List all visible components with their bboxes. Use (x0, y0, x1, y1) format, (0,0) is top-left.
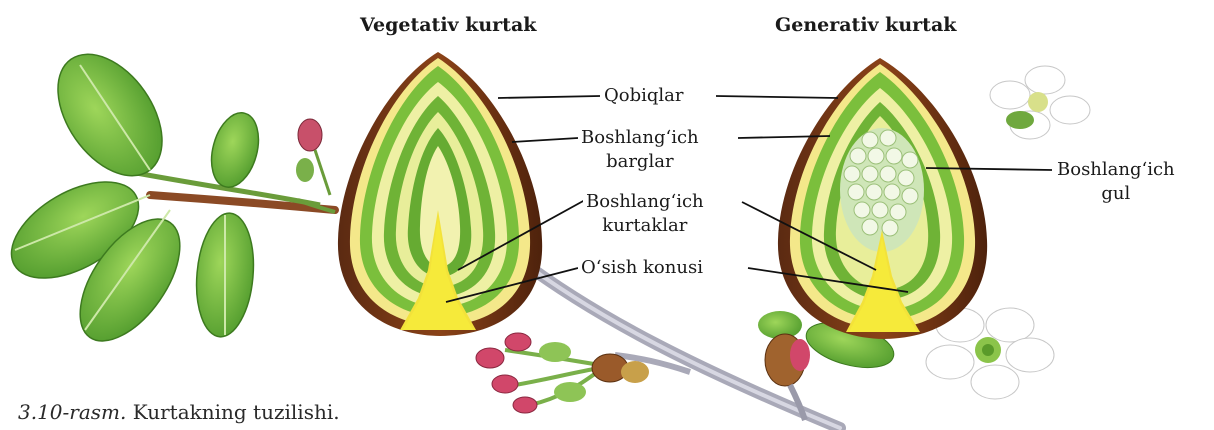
leader-scales-left (498, 96, 600, 98)
figure-caption: 3.10-rasm. Kurtakning tuzilishi. (18, 400, 340, 424)
label-growth-cone: O‘sish konusi (578, 256, 706, 280)
label-bud-primordia: Boshlang‘ich kurtaklar (583, 190, 707, 238)
caption-number: 3.10-rasm. (18, 400, 126, 424)
generative-bud-section (778, 58, 987, 339)
label-leaf-primordia: Boshlang‘ich barglar (578, 126, 702, 174)
title-generative: Generativ kurtak (775, 14, 956, 36)
vegetative-bud-section (338, 52, 542, 336)
label-flower-primordium: Boshlang‘ich gul (1054, 158, 1178, 206)
title-vegetative: Vegetativ kurtak (360, 14, 536, 36)
leader-leaf-left (512, 138, 578, 142)
label-scales: Qobiqlar (601, 84, 687, 108)
leader-scales-right (716, 96, 838, 98)
flower-top (990, 66, 1090, 139)
bud-cluster (476, 333, 649, 413)
caption-text: Kurtakning tuzilishi. (133, 400, 340, 424)
